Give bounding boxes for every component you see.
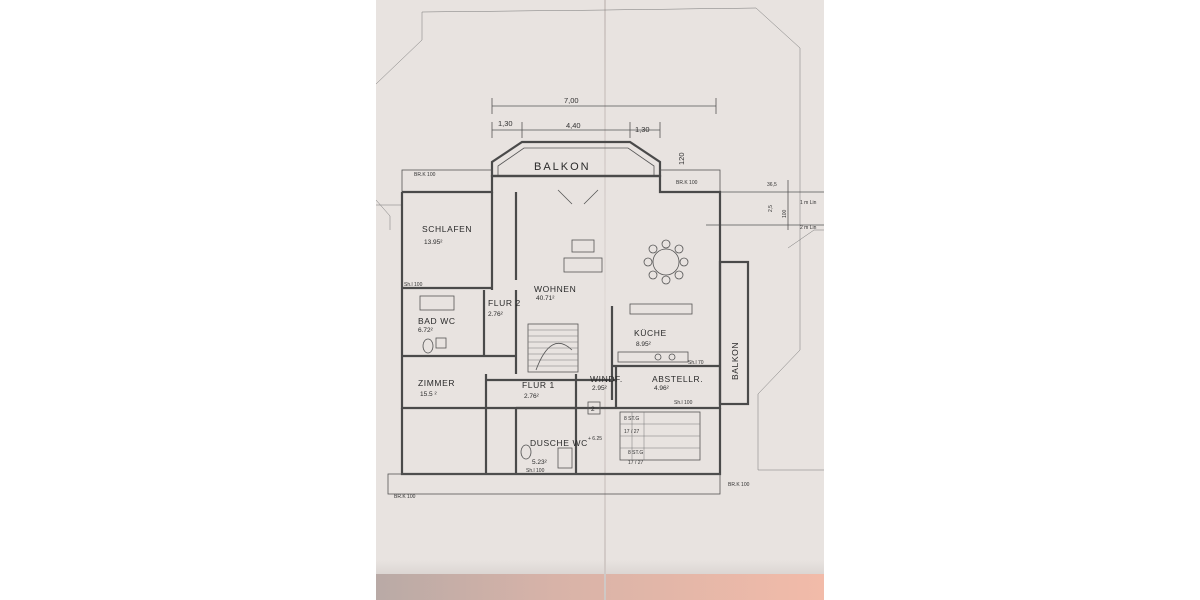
pink-sheet-edge xyxy=(376,574,824,600)
dim-left-text: 1,30 xyxy=(498,119,513,128)
sink xyxy=(654,353,662,361)
stair-number-box xyxy=(587,401,601,415)
kueche-area: 8.95² xyxy=(636,341,652,348)
exterior-wall xyxy=(400,174,722,410)
sheet-shadow xyxy=(376,560,824,574)
bathtub xyxy=(419,295,455,311)
floor-plan-drawing: 7,00 1,30 4,40 1,30 120 36,5 2,5 100 1 m… xyxy=(376,7,824,500)
dusche-toilet xyxy=(520,444,532,460)
dim-right-text: 1,30 xyxy=(635,125,650,134)
dining-chair xyxy=(679,257,689,267)
flur2-area: 2.76² xyxy=(488,311,504,318)
dusche-label: DUSCHE WC xyxy=(530,438,588,448)
dining-chair xyxy=(648,270,658,280)
dim-balcony-depth: 120 xyxy=(677,152,686,165)
paper-fold xyxy=(604,0,606,600)
windf-label: WINDF. xyxy=(590,374,623,384)
dim-middle-text: 4,40 xyxy=(566,121,581,130)
dining-chair xyxy=(643,257,653,267)
dim-side-c: 36,5 xyxy=(767,182,777,188)
brk-br: BR.K 100 xyxy=(728,482,750,488)
plan-sheet: 7,00 1,30 4,40 1,30 120 36,5 2,5 100 1 m… xyxy=(376,0,824,600)
dining-chair xyxy=(674,270,684,280)
dining-chair xyxy=(648,244,658,254)
kitchen-unit xyxy=(617,351,689,363)
brk-bl: BR.K 100 xyxy=(394,494,416,500)
kitchen-counter xyxy=(629,303,693,315)
bad-area: 6.72² xyxy=(418,327,434,334)
windf-area: 2.95² xyxy=(592,385,608,392)
sill-1: Sh.l 100 xyxy=(404,282,423,288)
zimmer-area: 15.5 ² xyxy=(420,391,437,398)
flur1-area: 2.76² xyxy=(524,393,540,400)
toilet xyxy=(422,338,434,354)
door-leaf-right xyxy=(583,189,599,205)
stove xyxy=(668,353,676,361)
roof-outline-right xyxy=(787,229,824,249)
roof-outline xyxy=(376,7,824,471)
dusche-area: 5.23² xyxy=(532,459,548,466)
dim-line-1: 1 m Lin xyxy=(800,200,817,206)
top-balcony-inner xyxy=(497,147,655,176)
abstellr-area: 4.96² xyxy=(654,385,670,392)
wohnen-area: 40.71² xyxy=(536,295,555,302)
balkon-top-label: BALKON xyxy=(534,161,591,173)
washbasin xyxy=(435,337,447,349)
balkon-side-label: BALKON xyxy=(730,342,740,380)
flur1-label: FLUR 1 xyxy=(522,380,555,390)
sofa xyxy=(563,257,603,273)
flur2-label: FLUR 2 xyxy=(488,298,521,308)
stair-arrow xyxy=(535,343,573,371)
staircase-main xyxy=(527,323,579,373)
steps-1: 8 ST.G xyxy=(624,416,639,422)
stair-number: 2 xyxy=(591,406,595,413)
dim-total-text: 7,00 xyxy=(564,96,579,105)
sill-3: Sh.l 100 xyxy=(526,468,545,474)
roof-outline-left xyxy=(376,199,391,230)
schlafen-area: 13.95² xyxy=(424,239,443,246)
dim-side-b: 2,5 xyxy=(768,205,774,212)
schlafen-label: SCHLAFEN xyxy=(422,224,472,234)
coffee-table xyxy=(571,239,595,253)
dining-chair xyxy=(674,244,684,254)
sill-2: Sh.l 100 xyxy=(674,400,693,406)
side-balcony-outline xyxy=(718,260,750,406)
dining-chair xyxy=(661,239,671,249)
door-leaf-left xyxy=(557,189,573,205)
dim-line-2: 2 m Lin xyxy=(800,225,817,231)
steps-2: 8 ST.G xyxy=(628,450,643,456)
elevation-label: + 6.25 xyxy=(588,436,602,442)
dim-side-a: 100 xyxy=(782,209,788,218)
bad-label: BAD WC xyxy=(418,316,456,326)
dining-chair xyxy=(661,275,671,285)
brk-tl: BR.K 100 xyxy=(414,172,436,178)
wohnen-label: WOHNEN xyxy=(534,284,576,294)
steps-1b: 17 / 27 xyxy=(624,429,640,435)
brk-tr: BR.K 100 xyxy=(676,180,698,186)
abstellr-label: ABSTELLR. xyxy=(652,374,703,384)
sill-4: Sh.l 70 xyxy=(688,360,704,366)
dining-table xyxy=(652,248,680,276)
zimmer-label: ZIMMER xyxy=(418,378,455,388)
balconette-bottom xyxy=(387,473,721,495)
shower-tray xyxy=(557,447,573,469)
staircase-lower xyxy=(619,411,701,461)
kueche-label: KÜCHE xyxy=(634,328,667,338)
steps-2b: 17 / 27 xyxy=(628,460,644,466)
